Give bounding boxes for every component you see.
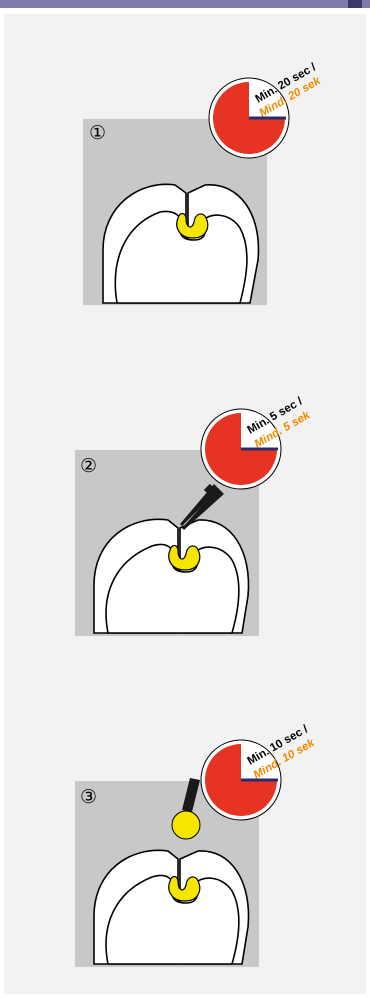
step-3-applicator-ball — [172, 811, 200, 839]
step-2-number: ② — [80, 455, 97, 477]
step-1-number: ① — [89, 122, 106, 144]
step-2: ② Min. 5 sec / Mind. 5 sek — [75, 395, 313, 636]
step-3-tooth — [94, 850, 249, 964]
step-2-tooth — [94, 519, 249, 633]
step-3: ③ Min. 10 sec / Mind. 10 sek — [75, 723, 317, 967]
step-3-number: ③ — [80, 786, 97, 808]
step-1-tooth — [103, 184, 258, 303]
step-1: ① Min. 20 sec / Mind. 20 sek — [83, 61, 323, 305]
